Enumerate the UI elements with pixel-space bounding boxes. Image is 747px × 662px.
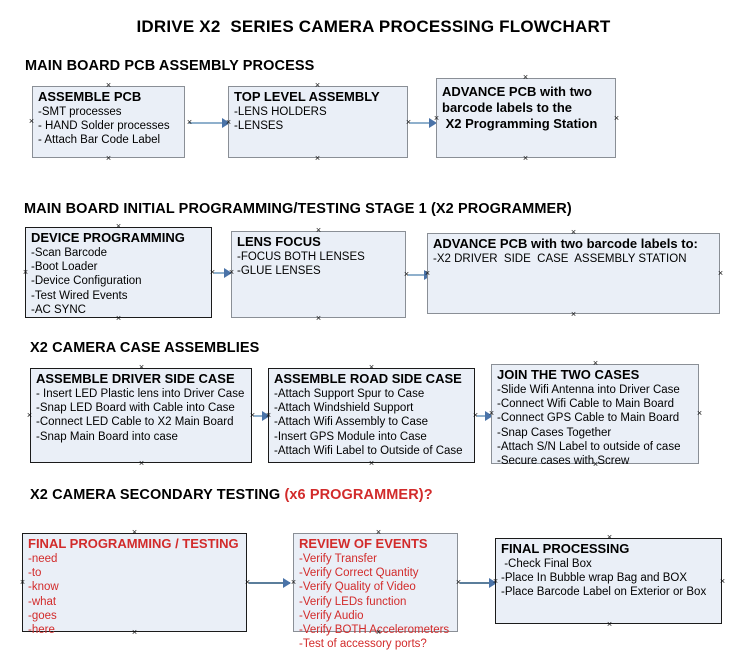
node-device-programming[interactable]: DEVICE PROGRAMMING -Scan Barcode -Boot L… xyxy=(25,227,212,318)
section-heading-3: X2 CAMERA CASE ASSEMBLIES xyxy=(30,340,260,356)
node-header: TOP LEVEL ASSEMBLY xyxy=(234,89,380,104)
node-assemble-pcb[interactable]: ASSEMBLE PCB -SMT processes - HAND Solde… xyxy=(32,86,185,158)
node-item: -need xyxy=(28,553,58,565)
node-item: -Secure cases with Screw xyxy=(497,455,630,468)
connector-arrow xyxy=(485,411,493,421)
node-item: -Snap LED Board with Cable into Case xyxy=(36,402,235,415)
page-title: IDRIVE X2 SERIES CAMERA PROCESSING FLOWC… xyxy=(136,17,611,36)
node-header: ASSEMBLE PCB xyxy=(38,89,142,104)
node-advance-pcb-x2-programming-station[interactable]: ADVANCE PCB with two barcode labels to t… xyxy=(436,78,616,158)
node-item: -to xyxy=(28,567,42,580)
node-item: -FOCUS BOTH LENSES xyxy=(237,251,365,263)
node-item: -here xyxy=(28,624,55,637)
node-item: -Verify BOTH Accelerometers xyxy=(299,624,450,637)
node-join-the-two-cases[interactable]: JOIN THE TWO CASES -Slide Wifi Antenna i… xyxy=(491,364,699,467)
node-item: -Verify Transfer xyxy=(299,553,377,565)
section-heading-4-text: X2 CAMERA SECONDARY TESTING xyxy=(30,487,285,503)
connector-line xyxy=(460,582,496,584)
node-item: -Attach Windshield Support xyxy=(274,402,414,415)
node-item: -Test Wired Events xyxy=(31,289,128,302)
node-item: -Test of accessory ports? xyxy=(299,638,427,651)
connector-line xyxy=(410,122,435,124)
node-header: FINAL PROCESSING xyxy=(501,541,630,556)
section-heading-4: X2 CAMERA SECONDARY TESTING (x6 PROGRAMM… xyxy=(30,487,433,503)
node-assemble-road-side-case[interactable]: ASSEMBLE ROAD SIDE CASE -Attach Support … xyxy=(268,368,475,463)
node-item: -goes xyxy=(28,609,57,622)
node-header: ADVANCE PCB with two xyxy=(442,84,592,99)
node-item: -SMT processes xyxy=(38,106,122,118)
connector-arrow xyxy=(222,118,230,128)
node-item: -Device Configuration xyxy=(31,275,142,288)
node-item: -Attach Support Spur to Case xyxy=(274,388,425,400)
node-item: -Attach Wifi Assembly to Case xyxy=(274,416,429,429)
node-item: -GLUE LENSES xyxy=(237,265,321,278)
node-header: ASSEMBLE ROAD SIDE CASE xyxy=(274,371,462,386)
connector-arrow xyxy=(489,578,497,588)
connector-arrow xyxy=(224,268,232,278)
node-item: -X2 DRIVER SIDE CASE ASSEMBLY STATION xyxy=(433,253,687,265)
node-item: -Place In Bubble wrap Bag and BOX xyxy=(501,572,688,585)
node-item: -Scan Barcode xyxy=(31,247,108,259)
connector-arrow xyxy=(262,411,270,421)
node-item: - HAND Solder processes xyxy=(38,120,170,133)
node-item: -Snap Cases Together xyxy=(497,426,612,439)
connector-arrow xyxy=(429,118,437,128)
node-header: FINAL PROGRAMMING / TESTING xyxy=(28,536,239,551)
section-heading-2: MAIN BOARD INITIAL PROGRAMMING/TESTING S… xyxy=(24,201,572,217)
connector-line xyxy=(214,272,230,274)
connector-line xyxy=(477,415,491,417)
node-item: -Verify Audio xyxy=(299,609,364,622)
node-item: -know xyxy=(28,581,59,594)
node-item: - Insert LED Plastic lens into Driver Ca… xyxy=(36,388,245,400)
node-item: - Attach Bar Code Label xyxy=(38,134,161,147)
node-final-processing[interactable]: FINAL PROCESSING -Check Final Box -Place… xyxy=(495,538,722,624)
node-header: DEVICE PROGRAMMING xyxy=(31,230,185,245)
connector-line xyxy=(408,274,430,276)
node-item: barcode labels to the xyxy=(442,100,573,115)
node-item: -Attach S/N Label to outside of case xyxy=(497,440,681,453)
node-final-programming-testing[interactable]: FINAL PROGRAMMING / TESTING -need -to -k… xyxy=(22,533,247,636)
node-header: ASSEMBLE DRIVER SIDE CASE xyxy=(36,371,235,386)
node-advance-pcb-driver-side-case[interactable]: ADVANCE PCB with two barcode labels to: … xyxy=(427,233,720,314)
node-item: -LENSES xyxy=(234,120,284,133)
section-heading-1: MAIN BOARD PCB ASSEMBLY PROCESS xyxy=(25,58,315,74)
node-item: -AC SYNC xyxy=(31,303,86,316)
node-item: -Connect GPS Cable to Main Board xyxy=(497,412,680,425)
connector-line xyxy=(254,415,268,417)
node-item: -Boot Loader xyxy=(31,261,98,274)
node-item: -LENS HOLDERS xyxy=(234,106,327,118)
node-item: -Verify LEDs function xyxy=(299,595,407,608)
node-item: X2 Programming Station xyxy=(442,116,598,131)
node-lens-focus[interactable]: LENS FOCUS -FOCUS BOTH LENSES -GLUE LENS… xyxy=(231,231,406,318)
node-item: -Snap Main Board into case xyxy=(36,430,178,443)
node-item: -what xyxy=(28,595,57,608)
node-item: -Place Barcode Label on Exterior or Box xyxy=(501,586,707,599)
node-header: LENS FOCUS xyxy=(237,234,321,249)
node-header: JOIN THE TWO CASES xyxy=(497,367,640,382)
node-item: -Attach Wifi Label to Outside of Case xyxy=(274,444,463,457)
node-item: -Verify Correct Quantity xyxy=(299,567,419,580)
node-item: -Insert GPS Module into Case xyxy=(274,430,427,443)
connector-line xyxy=(249,582,290,584)
node-item: -Connect Wifi Cable to Main Board xyxy=(497,398,675,411)
node-assemble-driver-side-case[interactable]: ASSEMBLE DRIVER SIDE CASE - Insert LED P… xyxy=(30,368,252,463)
node-header: REVIEW OF EVENTS xyxy=(299,536,428,551)
node-item: -Verify Quality of Video xyxy=(299,581,416,594)
node-item: -Check Final Box xyxy=(501,558,592,570)
section-heading-4-red: (x6 PROGRAMMER)? xyxy=(284,487,433,503)
connector-line xyxy=(189,122,229,124)
node-review-of-events[interactable]: REVIEW OF EVENTS -Verify Transfer -Verif… xyxy=(293,533,458,650)
connector-arrow xyxy=(283,578,291,588)
node-header: ADVANCE PCB with two barcode labels to: xyxy=(433,236,698,251)
node-item: -Slide Wifi Antenna into Driver Case xyxy=(497,384,680,396)
node-item: -Connect LED Cable to X2 Main Board xyxy=(36,416,234,429)
node-top-level-assembly[interactable]: TOP LEVEL ASSEMBLY -LENS HOLDERS -LENSES xyxy=(228,86,408,158)
